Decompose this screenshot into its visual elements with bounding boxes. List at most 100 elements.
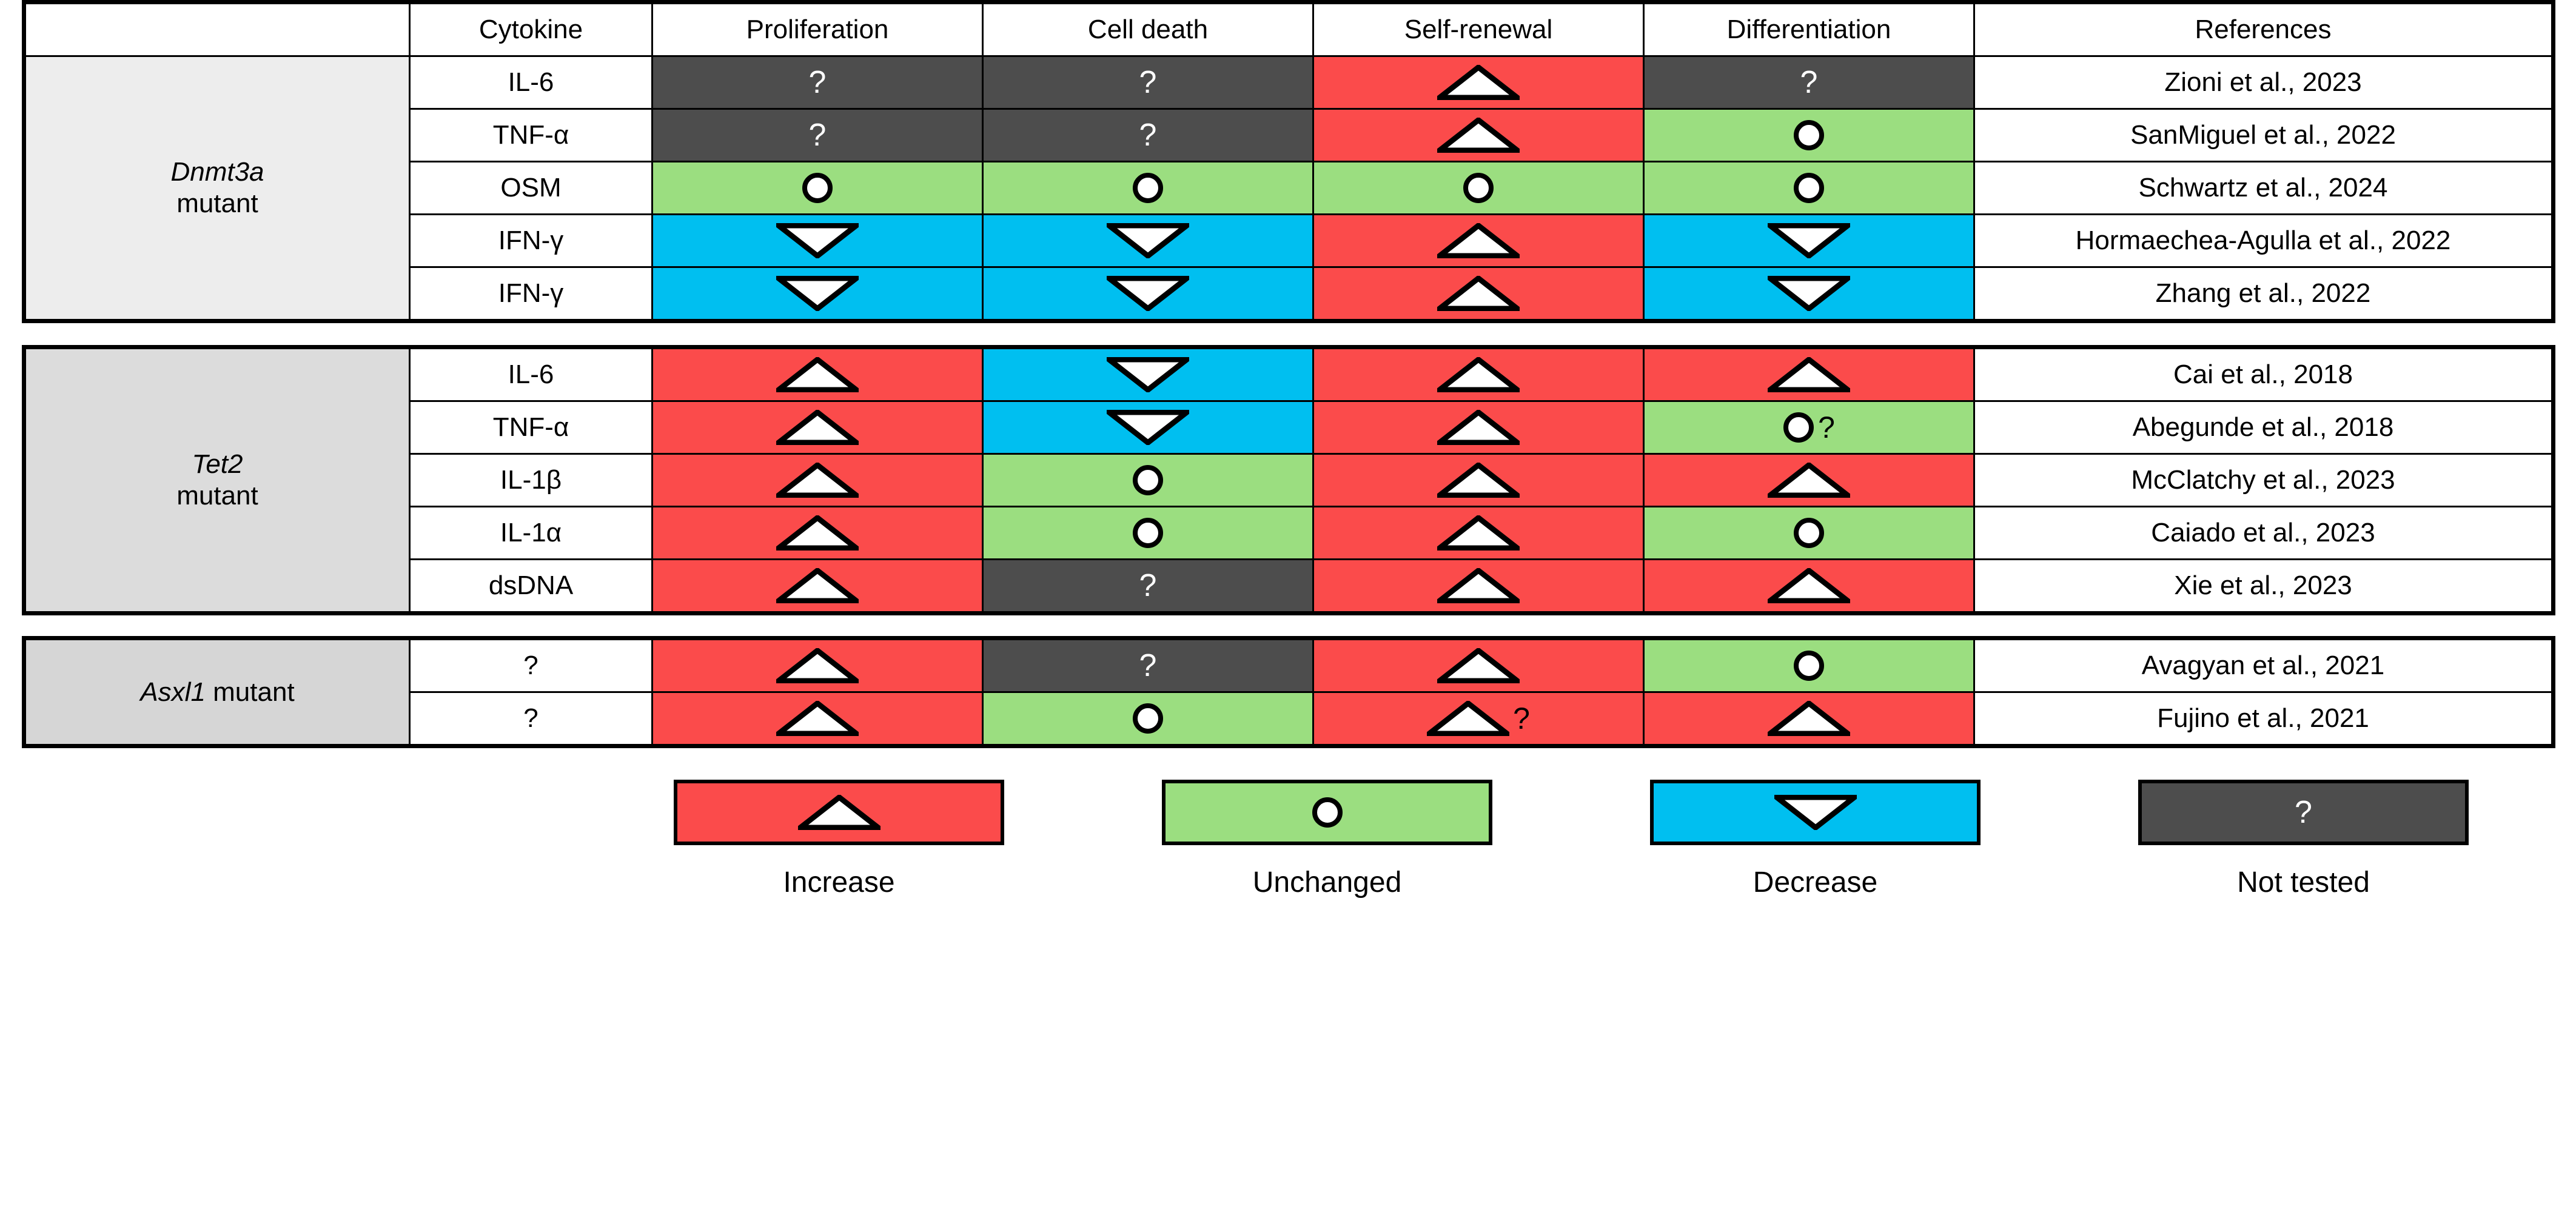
legend-swatch-increase bbox=[674, 780, 1004, 845]
reference-cell: Abegunde et al., 2018 bbox=[1973, 400, 2554, 455]
question-mark-icon: ? bbox=[808, 118, 827, 153]
table-row: ??Fujino et al., 2021 bbox=[24, 691, 2554, 747]
header-differentiation: Differentiation bbox=[1643, 1, 1975, 57]
reference-cell: McClatchy et al., 2023 bbox=[1973, 453, 2554, 507]
status-glyph bbox=[1645, 349, 1973, 400]
differentiation-cell bbox=[1643, 691, 1975, 747]
cytokine-cell: TNF-α bbox=[409, 108, 653, 162]
status-glyph bbox=[1314, 162, 1643, 213]
triangle-up-icon bbox=[776, 648, 859, 683]
status-glyph bbox=[984, 268, 1312, 319]
proliferation-cell bbox=[651, 558, 984, 614]
status-glyph bbox=[1314, 402, 1643, 453]
cytokine-cell: ? bbox=[409, 637, 653, 693]
circle-icon bbox=[1133, 518, 1163, 548]
proliferation-cell bbox=[651, 506, 984, 560]
triangle-down-icon bbox=[1774, 795, 1857, 830]
triangle-up-icon bbox=[776, 568, 859, 603]
cell-death-cell: ? bbox=[982, 108, 1314, 162]
circle-icon bbox=[1312, 797, 1343, 828]
header-proliferation: Proliferation bbox=[651, 1, 984, 57]
status-glyph: ? bbox=[1645, 57, 1973, 108]
status-glyph: ? bbox=[1645, 402, 1973, 453]
question-mark-icon: ? bbox=[2295, 795, 2312, 830]
differentiation-cell bbox=[1643, 213, 1975, 268]
cell-death-cell: ? bbox=[982, 558, 1314, 614]
status-glyph bbox=[1645, 507, 1973, 558]
status-glyph bbox=[1645, 215, 1973, 266]
status-glyph bbox=[984, 693, 1312, 744]
status-glyph bbox=[984, 402, 1312, 453]
status-glyph bbox=[653, 402, 982, 453]
legend-label-not-tested: Not tested bbox=[2237, 866, 2370, 899]
circle-icon bbox=[1133, 703, 1163, 734]
differentiation-cell: ? bbox=[1643, 55, 1975, 110]
status-glyph: ? bbox=[653, 110, 982, 161]
self-renewal-cell bbox=[1312, 637, 1645, 693]
triangle-up-icon bbox=[776, 463, 859, 498]
cell-death-cell bbox=[982, 266, 1314, 322]
cytokine-cell: dsDNA bbox=[409, 558, 653, 614]
legend-label-unchanged: Unchanged bbox=[1252, 866, 1402, 899]
triangle-up-icon bbox=[1437, 410, 1520, 445]
table-header-row: Cytokine Proliferation Cell death Self-r… bbox=[24, 1, 2554, 57]
differentiation-cell bbox=[1643, 108, 1975, 162]
question-mark-icon: ? bbox=[1139, 65, 1157, 100]
legend-swatch-unchanged bbox=[1162, 780, 1492, 845]
status-glyph: ? bbox=[1314, 693, 1643, 744]
self-renewal-cell: ? bbox=[1312, 691, 1645, 747]
triangle-up-icon bbox=[776, 701, 859, 736]
status-glyph bbox=[653, 162, 982, 213]
triangle-up-icon bbox=[1437, 65, 1520, 100]
circle-icon bbox=[1133, 465, 1163, 495]
status-glyph bbox=[1314, 640, 1643, 691]
triangle-up-icon bbox=[1768, 701, 1850, 736]
triangle-up-icon bbox=[1768, 568, 1850, 603]
differentiation-cell bbox=[1643, 266, 1975, 322]
status-glyph bbox=[984, 162, 1312, 213]
circle-icon bbox=[1794, 651, 1824, 681]
legend-label-increase: Increase bbox=[783, 866, 895, 899]
cytokine-cell: ? bbox=[409, 691, 653, 747]
header-mutant-blank bbox=[24, 2, 411, 56]
triangle-down-icon bbox=[776, 276, 859, 311]
status-glyph bbox=[1645, 693, 1973, 744]
triangle-down-icon bbox=[1768, 276, 1850, 311]
status-glyph bbox=[1314, 110, 1643, 161]
cytokine-cell: IFN-γ bbox=[409, 213, 653, 268]
header-cell-death: Cell death bbox=[982, 1, 1314, 57]
question-mark-suffix-icon: ? bbox=[1818, 410, 1835, 444]
circle-icon bbox=[1463, 173, 1494, 203]
reference-cell: Zhang et al., 2022 bbox=[1973, 266, 2554, 322]
circle-icon bbox=[802, 173, 833, 203]
circle-icon bbox=[1794, 120, 1824, 150]
question-mark-icon: ? bbox=[1139, 568, 1157, 603]
status-glyph bbox=[1645, 560, 1973, 611]
self-renewal-cell bbox=[1312, 346, 1645, 402]
table-row: TNF-α??SanMiguel et al., 2022 bbox=[24, 108, 2554, 162]
table-block-asxl1: Asxl1 mutant??Avagyan et al., 2021??Fuji… bbox=[22, 636, 2555, 748]
proliferation-cell bbox=[651, 266, 984, 322]
status-glyph bbox=[1314, 560, 1643, 611]
legend-item-not-tested: ? Not tested bbox=[2138, 780, 2469, 899]
circle-icon bbox=[1783, 412, 1814, 443]
proliferation-cell bbox=[651, 691, 984, 747]
self-renewal-cell bbox=[1312, 506, 1645, 560]
proliferation-cell: ? bbox=[651, 55, 984, 110]
self-renewal-cell bbox=[1312, 55, 1645, 110]
mutant-suffix: mutant bbox=[176, 481, 258, 510]
status-glyph bbox=[653, 640, 982, 691]
status-glyph bbox=[653, 507, 982, 558]
triangle-up-icon bbox=[1437, 648, 1520, 683]
gene-name: Tet2 bbox=[192, 449, 243, 480]
self-renewal-cell bbox=[1312, 161, 1645, 215]
differentiation-cell bbox=[1643, 637, 1975, 693]
reference-cell: Cai et al., 2018 bbox=[1973, 346, 2554, 402]
cell-death-cell bbox=[982, 213, 1314, 268]
